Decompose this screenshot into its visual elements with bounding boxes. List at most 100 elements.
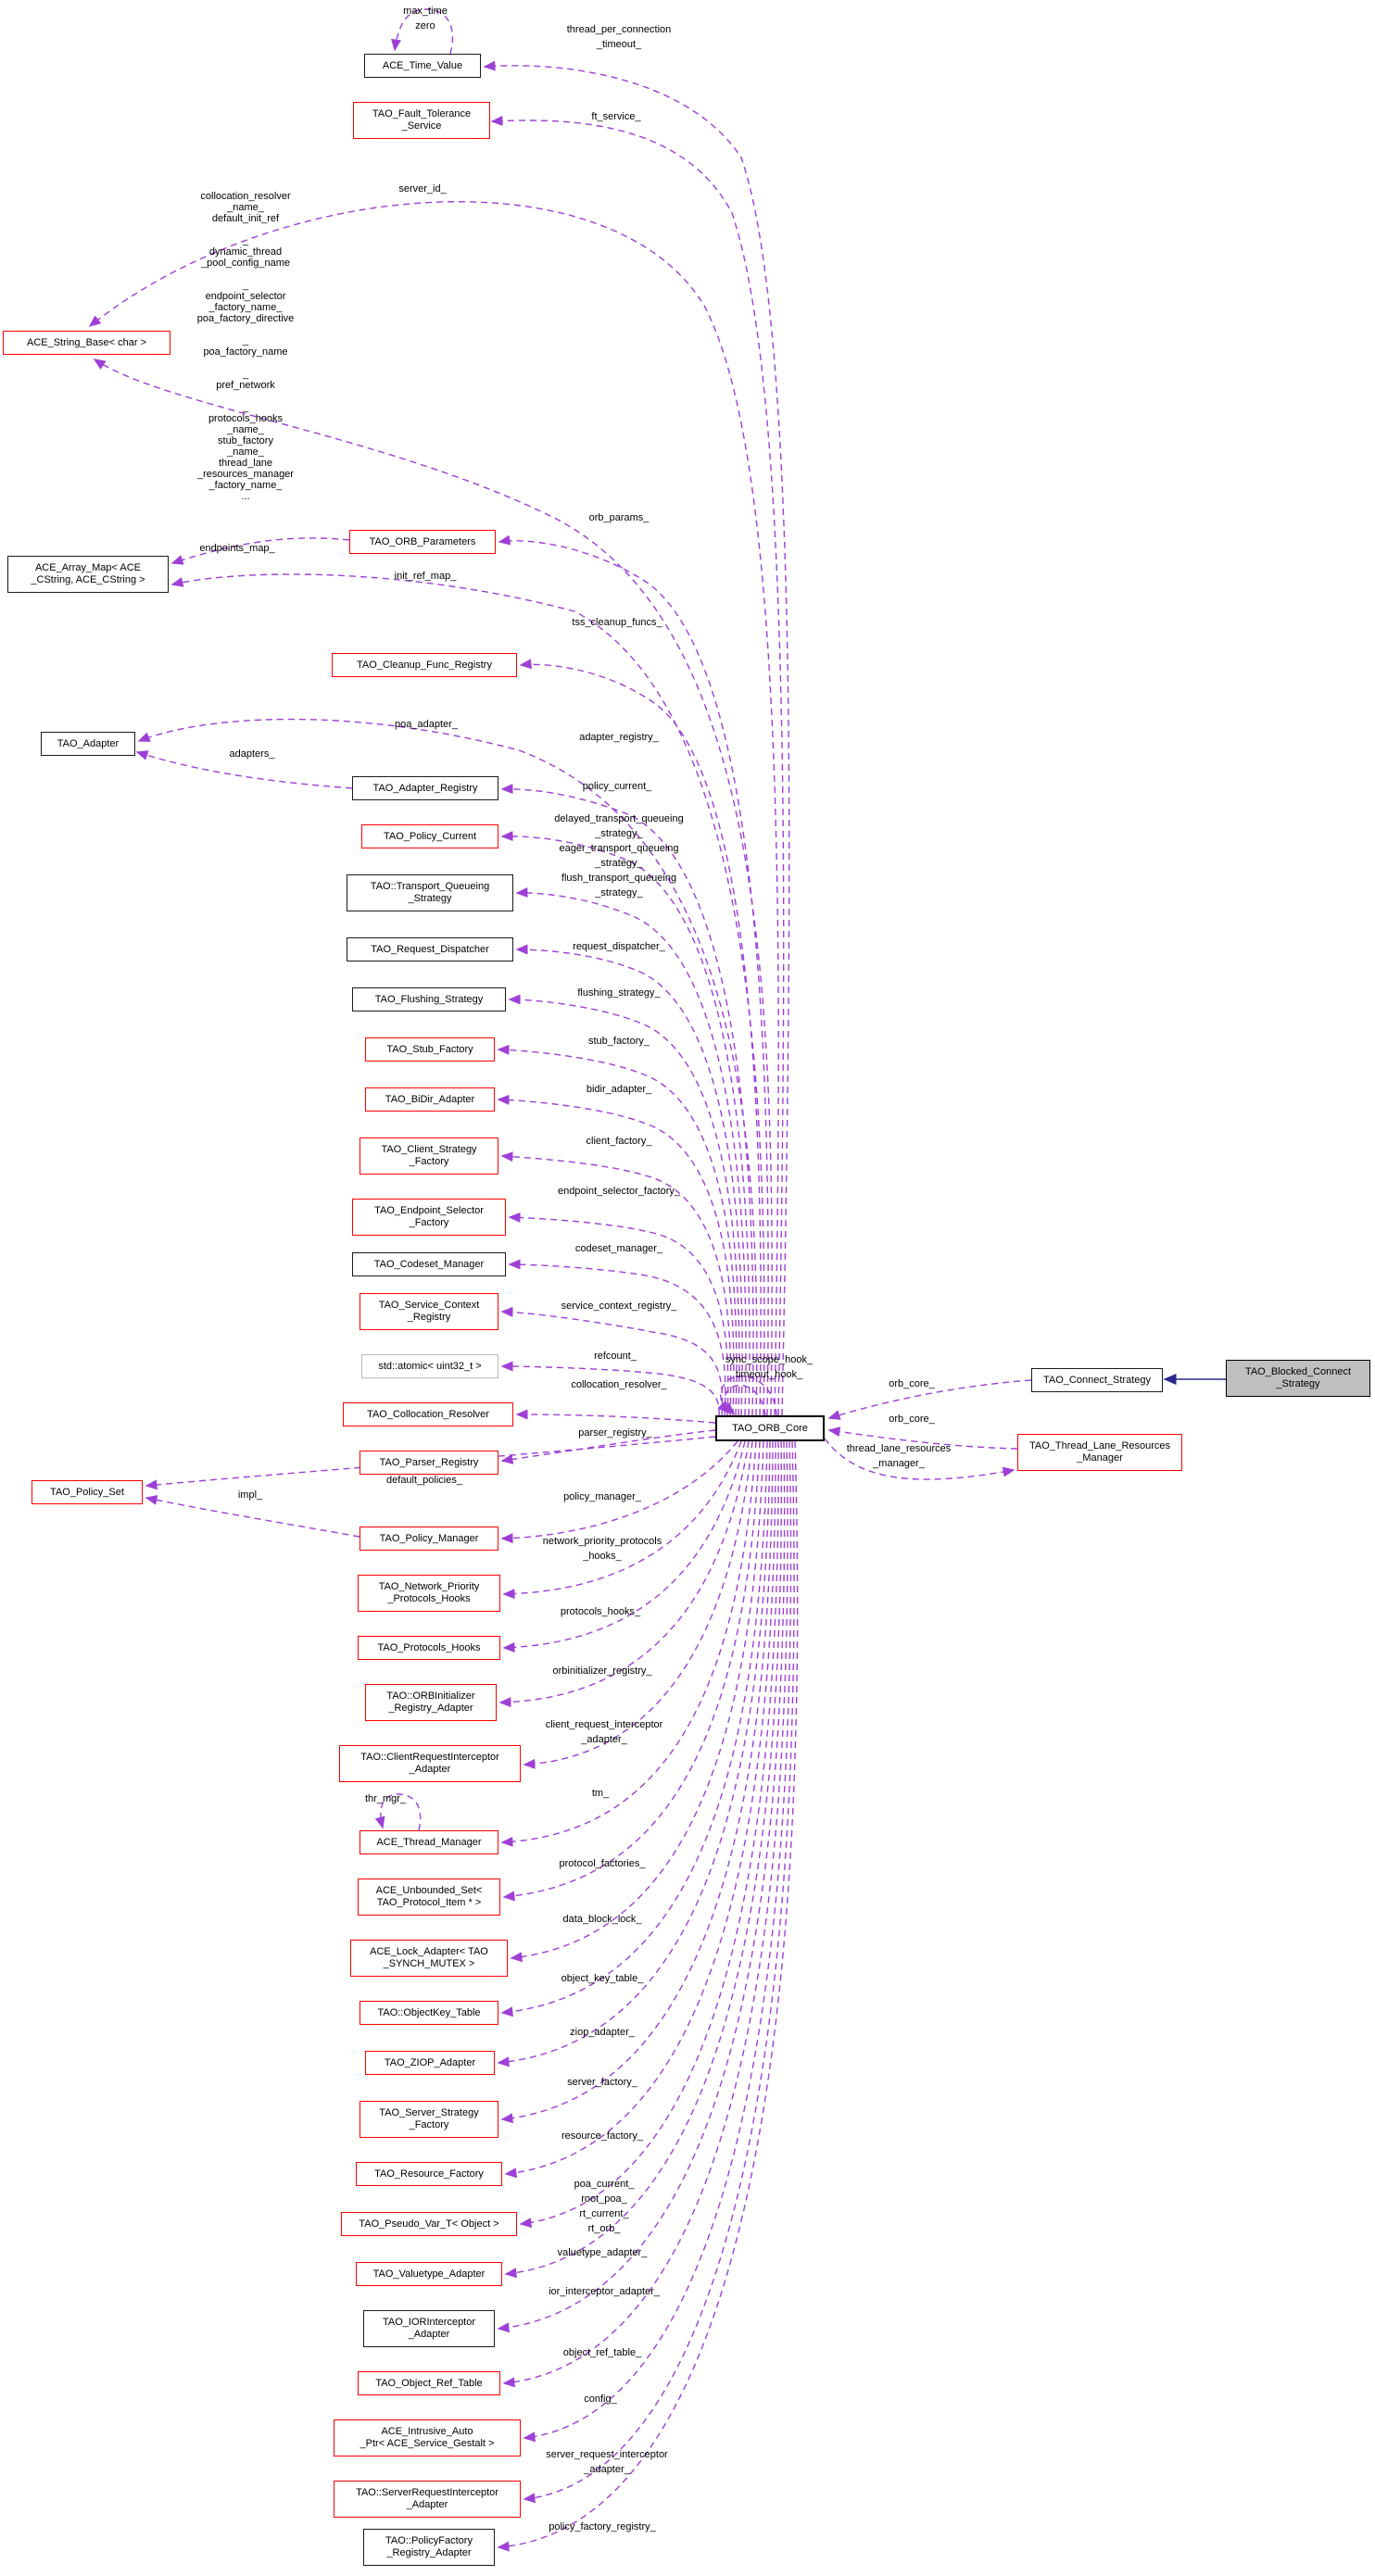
- edge-label-policy_current: policy_current_: [582, 781, 652, 792]
- edge-label-client_request_interceptor_adapter: client_request_interceptor _adapter_: [545, 1719, 663, 1745]
- edge-label-init_ref_map: init_ref_map_: [394, 571, 457, 582]
- class-node-tao_flushing_strategy[interactable]: TAO_Flushing_Strategy: [352, 987, 506, 1012]
- edge-path-34: [510, 1440, 764, 1963]
- class-node-tao_network_priority_protocols_hooks[interactable]: TAO_Network_Priority _Protocols_Hooks: [358, 1575, 500, 1612]
- class-node-tao_thread_lane_resources_manager[interactable]: TAO_Thread_Lane_Resources _Manager: [1017, 1434, 1182, 1471]
- edge-path-32: [500, 1440, 757, 1847]
- class-node-ace_unbounded_set[interactable]: ACE_Unbounded_Set< TAO_Protocol_Item * >: [358, 1879, 500, 1916]
- edge-path-22: [500, 1306, 724, 1416]
- edge-label-tm: tm_: [591, 1788, 610, 1799]
- edge-label-max_time_zero: max_time zero: [403, 6, 448, 31]
- edge-label-server_id: server_id_: [398, 183, 447, 195]
- edge-path-29: [502, 1440, 746, 1653]
- class-node-tao_adapter_registry[interactable]: TAO_Adapter_Registry: [352, 776, 498, 800]
- edge-label-ior_interceptor_adapter: ior_interceptor_adapter_: [549, 2286, 660, 2297]
- class-node-tao_transport_queueing_strategy[interactable]: TAO::Transport_Queueing _Strategy: [347, 874, 513, 911]
- class-node-tao_parser_registry[interactable]: TAO_Parser_Registry: [360, 1451, 498, 1475]
- class-node-tao_ziop_adapter[interactable]: TAO_ZIOP_Adapter: [365, 2051, 495, 2075]
- edge-path-18: [497, 1094, 735, 1416]
- edge-label-poa_rt_currents: poa_current_ root_poa_ rt_current_ rt_or…: [574, 2179, 635, 2234]
- class-node-tao_iorinterceptor_adapter[interactable]: TAO_IORInterceptor _Adapter: [363, 2310, 495, 2347]
- class-node-tao_policy_set[interactable]: TAO_Policy_Set: [32, 1480, 143, 1504]
- class-node-tao_service_context_registry[interactable]: TAO_Service_Context _Registry: [360, 1293, 498, 1330]
- edge-path-33: [502, 1440, 761, 1902]
- class-node-tao_object_ref_table[interactable]: TAO_Object_Ref_Table: [358, 2371, 500, 2395]
- class-node-tao_adapter[interactable]: TAO_Adapter: [41, 732, 135, 756]
- class-node-tao_protocols_hooks[interactable]: TAO_Protocols_Hooks: [358, 1636, 500, 1660]
- class-node-tao_fault_tolerance_service[interactable]: TAO_Fault_Tolerance _Service: [353, 102, 490, 139]
- edge-path-13: [500, 831, 751, 1416]
- edge-path-39: [519, 1440, 779, 2229]
- edge-path-14: [515, 886, 747, 1416]
- edge-label-impl: impl_: [237, 1489, 263, 1501]
- edge-path-15: [515, 944, 743, 1416]
- edge-path-20: [508, 1212, 729, 1416]
- class-node-tao_serverrequestinterceptor_adapter[interactable]: TAO::ServerRequestInterceptor _Adapter: [334, 2481, 521, 2518]
- edge-path-6: [88, 201, 779, 1416]
- class-node-tao_objectkey_table[interactable]: TAO::ObjectKey_Table: [360, 2001, 498, 2025]
- edge-path-47: [135, 750, 353, 789]
- class-node-tao_policy_manager[interactable]: TAO_Policy_Manager: [360, 1527, 498, 1551]
- edge-label-adapter_registry: adapter_registry_: [579, 732, 659, 743]
- edge-path-30: [498, 1440, 750, 1708]
- class-node-tao_client_strategy_factory[interactable]: TAO_Client_Strategy _Factory: [360, 1137, 498, 1175]
- edge-label-server_factory: server_factory_: [567, 2077, 637, 2088]
- edge-label-policy_manager: policy_manager_: [563, 1491, 641, 1502]
- edge-path-17: [497, 1044, 738, 1416]
- class-node-ace_intrusive_auto_ptr[interactable]: ACE_Intrusive_Auto _Ptr< ACE_Service_Ges…: [334, 2419, 521, 2457]
- edge-label-flushing_strategy: flushing_strategy_: [577, 987, 661, 999]
- edge-path-8: [498, 534, 769, 1416]
- class-node-tao_collocation_resolver[interactable]: TAO_Collocation_Resolver: [343, 1402, 513, 1426]
- class-node-ace_thread_manager[interactable]: ACE_Thread_Manager: [360, 1830, 498, 1854]
- class-node-tao_endpoint_selector_factory[interactable]: TAO_Endpoint_Selector _Factory: [352, 1199, 506, 1236]
- edge-label-endpoints_map: endpoints_map_: [199, 543, 275, 554]
- class-node-tao_server_strategy_factory[interactable]: TAO_Server_Strategy _Factory: [360, 2101, 498, 2138]
- edge-label-codeset_manager: codeset_manager_: [574, 1243, 663, 1254]
- class-node-ace_array_map[interactable]: ACE_Array_Map< ACE _CString, ACE_CString…: [7, 556, 169, 593]
- class-node-tao_clientrequestinterceptor_adapter[interactable]: TAO::ClientRequestInterceptor _Adapter: [339, 1745, 521, 1782]
- edge-path-45: [497, 1440, 799, 2552]
- class-node-tao_bidir_adapter[interactable]: TAO_BiDir_Adapter: [365, 1087, 495, 1112]
- edge-path-37: [500, 1440, 774, 2124]
- class-node-ace_lock_adapter[interactable]: ACE_Lock_Adapter< TAO _SYNCH_MUTEX >: [350, 1940, 508, 1977]
- class-node-tao_pseudo_var_t[interactable]: TAO_Pseudo_Var_T< Object >: [341, 2212, 517, 2236]
- edge-label-network_priority_protocols_hooks: network_priority_protocols _hooks_: [542, 1536, 662, 1562]
- class-node-tao_connect_strategy[interactable]: TAO_Connect_Strategy: [1031, 1368, 1163, 1392]
- edge-label-request_dispatcher: request_dispatcher_: [573, 941, 665, 952]
- class-node-tao_policy_current[interactable]: TAO_Policy_Current: [361, 824, 498, 848]
- edge-label-bidir_adapter: bidir_adapter_: [586, 1084, 652, 1095]
- edge-path-40: [504, 1440, 783, 2279]
- edge-path-10: [519, 659, 762, 1416]
- class-node-tao_request_dispatcher[interactable]: TAO_Request_Dispatcher: [347, 937, 513, 961]
- class-node-tao_codeset_manager[interactable]: TAO_Codeset_Manager: [352, 1252, 506, 1276]
- class-node-tao_orb_parameters[interactable]: TAO_ORB_Parameters: [349, 530, 496, 554]
- class-node-tao_orbinitializer_registry_adapter[interactable]: TAO::ORBInitializer _Registry_Adapter: [365, 1684, 497, 1721]
- edge-label-object_ref_table: object_ref_table_: [562, 2347, 642, 2358]
- class-node-std_atomic_uint32[interactable]: std::atomic< uint32_t >: [361, 1354, 498, 1378]
- edge-path-28: [502, 1440, 742, 1600]
- edge-label-orb_params: orb_params_: [588, 512, 650, 523]
- edge-label-default_policies: default_policies_: [386, 1475, 462, 1486]
- edge-path-46: [170, 537, 350, 565]
- class-node-tao_blocked_connect_strategy[interactable]: TAO_Blocked_Connect _Strategy: [1226, 1360, 1370, 1397]
- class-node-ace_time_value[interactable]: ACE_Time_Value: [364, 54, 481, 78]
- class-node-tao_valuetype_adapter[interactable]: TAO_Valuetype_Adapter: [356, 2262, 502, 2286]
- edge-label-thread_lane_resources_manager: thread_lane_resources _manager_: [846, 1443, 952, 1469]
- class-node-tao_policyfactory_registry_adapter[interactable]: TAO::PolicyFactory _Registry_Adapter: [363, 2529, 495, 2566]
- edge-path-4: [483, 60, 790, 1416]
- class-node-tao_resource_factory[interactable]: TAO_Resource_Factory: [356, 2162, 502, 2186]
- edge-path-5: [490, 116, 785, 1416]
- edge-path-11: [137, 718, 758, 1416]
- edge-label-thr_mgr: thr_mgr_: [364, 1793, 407, 1804]
- edge-label-adapters: adapters_: [229, 748, 275, 760]
- edge-path-16: [508, 994, 740, 1416]
- edge-path-9: [170, 573, 765, 1416]
- class-node-ace_string_base[interactable]: ACE_String_Base< char >: [3, 331, 170, 355]
- class-node-tao_cleanup_func_registry[interactable]: TAO_Cleanup_Func_Registry: [332, 653, 517, 677]
- edge-path-35: [500, 1440, 768, 2017]
- class-node-tao_orb_core[interactable]: TAO_ORB_Core: [715, 1415, 825, 1441]
- class-node-tao_stub_factory[interactable]: TAO_Stub_Factory: [365, 1037, 495, 1062]
- edge-label-object_key_table: object_key_table_: [561, 1973, 644, 1984]
- edge-path-31: [523, 1440, 753, 1769]
